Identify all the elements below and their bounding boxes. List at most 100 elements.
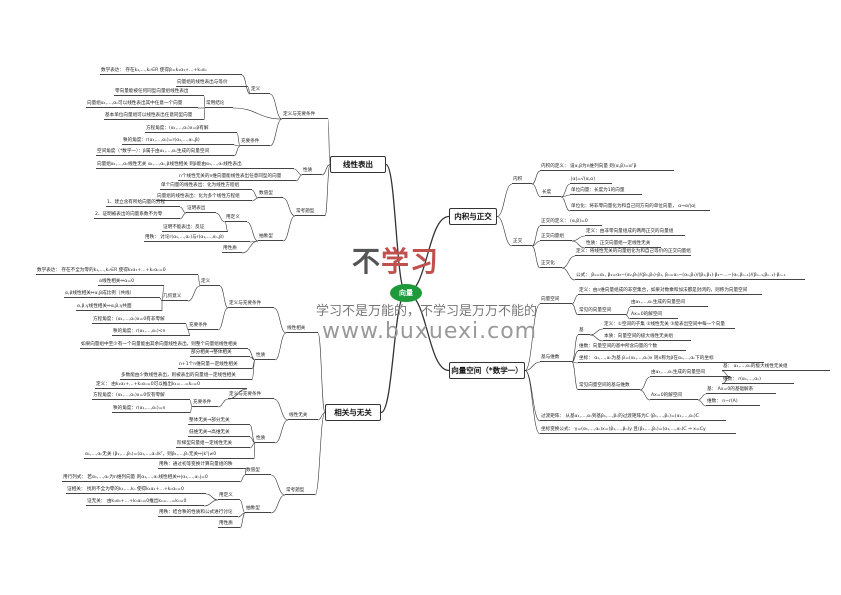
node-lr-c2[interactable]: 向量组α₁,…,αₙ可以线性表出其中任意一个向量 [86, 101, 198, 108]
node-dp-c1[interactable]: 方程角度：(α₁,…,αₙ)x=0有非零解 [92, 317, 186, 324]
node-in-len1[interactable]: |α|=√(α,α) [570, 177, 612, 184]
node-sp-dim[interactable]: 维数：向量空间的基中所含向量的个数 [578, 344, 686, 351]
node-sp-b2[interactable]: 本质：向量空间的极大线性无关组 [603, 334, 691, 341]
node-in-def[interactable]: 内积的定义： 设α,β为n维列向量 则(α,β)=αᵀβ [540, 164, 674, 171]
node-id-p2[interactable]: 低维无关⇒高维无关 [188, 430, 250, 437]
node-lr-prno[interactable]: 证明不能表出：反证 [162, 225, 228, 232]
node-dp-cond[interactable]: 充要条件 [188, 323, 218, 330]
node-id-p4[interactable]: α₁,…,αₙ无关 (β₁,…,βₙ)=(α₁,…,αₙ)kᵀ，则β₁,…,βₙ… [84, 452, 254, 459]
node-dp-useprop[interactable]: 用性质 [218, 521, 240, 528]
node-dp-g2[interactable]: α,β线性相关⇔α,β成比例（共线） [64, 291, 160, 298]
node-sp-trans[interactable]: 过渡矩阵： 从基α₁,…,αₙ到基β₁,…,βₙ的过渡矩阵为C (β₁,…,βₙ… [540, 414, 726, 421]
node-lr-rank[interactable]: 用秩： 讨论r(α₁,…,αₙ)与r(α₁,…,αₙ,β) [144, 235, 250, 242]
node-in-len2[interactable]: 单位向量：长度为1的向量 [570, 188, 642, 195]
node-sp-cbd1[interactable]: 由α₁,…,αₙ生成的向量空间 [650, 370, 730, 377]
node-sp-def[interactable]: 定义：由n维向量组成的非空集合，如果对数乘和加法都是封闭的，则称为向量空间 [578, 288, 762, 295]
node-dp-g1[interactable]: α线性相关⇔α=0 [98, 279, 164, 286]
node-in-oset2[interactable]: 性质：正交向量组一定线性无关 [585, 241, 661, 248]
node-id-cond[interactable]: 充要条件 [192, 400, 218, 407]
node-sp-b1[interactable]: 定义：①空间的子集 ②线性无关 ③能表出空间中每一个向量 [603, 322, 735, 329]
node-in-oset1[interactable]: 定义：由非零向量组成的两两正交的向量组 [585, 229, 685, 236]
node-dp-def-math[interactable]: 数学表达： 存在不全为零的k₁,…,kₙ∈R 使得k₁α₁+…+kₙαₙ=0 [36, 268, 198, 275]
node-dp-prop[interactable]: 性质 [255, 353, 275, 360]
node-dp-abs[interactable]: 抽象型 [245, 506, 271, 513]
node-in-oset[interactable]: 正交向量组 [540, 234, 572, 241]
topic-linear-representation[interactable]: 线性表出 [330, 156, 386, 173]
node-lr-p2[interactable]: n个线性无关的n维向量能线性表出任意同型的向量 [178, 174, 296, 181]
node-sp-c1[interactable]: 由α₁,…,αₙ生成的向量空间 [630, 300, 708, 307]
node-dp[interactable]: 线性相关 [286, 326, 318, 333]
node-lr-types[interactable]: 常考题型 [295, 209, 325, 216]
node-lr-prop[interactable]: 性质 [302, 168, 322, 175]
central-topic[interactable]: 向量 [390, 284, 422, 302]
node-lr-common[interactable]: 常用结论 [205, 101, 233, 108]
topic-inner-product[interactable]: 内积与正交 [449, 208, 497, 225]
node-sp-basis[interactable]: 基 [578, 328, 590, 335]
node-dp-n1[interactable]: 用秩：通过初等变换计算向量组的秩 [158, 462, 246, 469]
node-lr-pr1[interactable]: 1、建立含有所给向量的方程 [106, 200, 180, 207]
node-dp-def-cond[interactable]: 定义与充要条件 [228, 301, 274, 308]
node-id-c2[interactable]: 秩的角度：r(α₁,…,αₙ)=n [112, 406, 190, 413]
node-sp-cbd2a[interactable]: 基： Ax=0的基础解系 [706, 387, 776, 394]
node-in-len3[interactable]: 单位化：将非零向量化为和自己同方向的单位向量， α→α/|α| [570, 204, 710, 211]
node-in-len[interactable]: 长度 [541, 190, 561, 197]
node-in-inner[interactable]: 内积 [512, 177, 532, 184]
node-lr-cond[interactable]: 充要条件 [240, 139, 270, 146]
topic-dependence[interactable]: 相关与无关 [325, 404, 381, 421]
node-lr-def-cond[interactable]: 定义与充要条件 [282, 112, 328, 119]
node-in-oz[interactable]: 正交化 [540, 261, 562, 268]
node-lr-c1[interactable]: 零向量能被任何同型向量组线性表出 [114, 89, 204, 96]
node-dp-p3[interactable]: n+1个n维向量一定线性相关 [178, 362, 252, 369]
node-id-def[interactable]: 定义： 由k₁α₁+…+kₙαₙ=0可以推出k₁=…=kₙ=0 [95, 382, 247, 389]
node-dp-p2[interactable]: 部分相关⇒整体相关 [190, 350, 250, 357]
node-sp-c2[interactable]: Ax=0的解空间 [630, 312, 678, 319]
node-dp-a2[interactable]: 证无关： 由k₁α₁+…+kₙαₙ=0推出k₁=…=kₙ=0 [86, 499, 204, 506]
node-sp-common[interactable]: 常见的向量空间 [578, 308, 626, 315]
node-dp-p1[interactable]: 如果向量组中至少有一个向量能由其余向量线性表出，则整个向量组线性相关 [80, 342, 248, 349]
node-in-oz2[interactable]: 公式： β₁=α₁, β₂=α₂−(α₂,β₁)/(β₁,β₁)·β₁, βₙ=… [575, 273, 805, 280]
node-sp-cbd2b[interactable]: 维数： n−r(A) [706, 399, 760, 406]
node-dp-g3[interactable]: α,β,γ线性相关⇔α,β,γ共面 [76, 304, 162, 311]
node-lr-cond3[interactable]: 空间角度（*数学一）：β属于由α₁,…,αₙ生成的向量空间 [96, 149, 234, 156]
topic-vector-space[interactable]: 向量空间（*数学一） [449, 362, 525, 379]
node-sp-space[interactable]: 向量空间 [540, 297, 572, 304]
node-id-p3[interactable]: 阶梯型向量组一定线性无关 [176, 441, 250, 448]
node-id[interactable]: 线性无关 [288, 413, 318, 420]
node-dp-c2[interactable]: 秩的角度：r(α₁,…,αₙ)<n [112, 329, 190, 336]
node-id-p1[interactable]: 整体无关⇒部分无关 [188, 418, 250, 425]
node-lr-cond1[interactable]: 方程角度：(α₁,…,αₙ)x=β有解 [145, 126, 237, 133]
node-dp-a1[interactable]: 证相关： 找到不全为零的k₁,…,kₙ 使得k₁α₁+…+kₙαₙ=0 [66, 487, 206, 494]
node-sp-cbd[interactable]: 常见向量空间的基与维数 [578, 383, 640, 390]
node-lr-usedef[interactable]: 用定义 [225, 215, 247, 222]
node-sp-cbd1a[interactable]: 基： α₁,…,αₙ的极大线性无关组 [722, 364, 830, 371]
node-dp-geo[interactable]: 几何意义 [162, 294, 188, 301]
node-lr-cond2[interactable]: 秩的角度：r(α₁,…,αₙ)=r(α₁,…,αₙ,β) [122, 138, 234, 145]
node-dp-p4[interactable]: 多数能由少数线性表出，则被表出的向量组一定线性相关 [120, 373, 252, 380]
node-in-oz1[interactable]: 定义：将线性无关的向量组化为和自己等价的正交向量组 [575, 249, 691, 256]
node-lr-prove[interactable]: 证明表出 [186, 206, 216, 213]
node-sp-coordtrans[interactable]: 坐标变换公式： γ=(α₁,…,αₙ)x=(β₁,…,βₙ)y 且(β₁,…,β… [540, 427, 736, 434]
node-lr-def[interactable]: 定义 [250, 87, 270, 94]
node-lr-useprop[interactable]: 用性质 [222, 246, 242, 253]
node-dp-def[interactable]: 定义 [200, 279, 220, 286]
node-sp-cbd1b[interactable]: 维数： r(α₁,…,αₙ) [722, 377, 794, 384]
node-sp-cbd2[interactable]: Ax=0的解空间 [650, 393, 698, 400]
node-dp-a3[interactable]: 用秩：结合秩的性质和公式进行讨论 [158, 510, 238, 517]
node-in-o-def[interactable]: 正交的定义： (α,β)=0 [540, 219, 602, 226]
node-lr-num[interactable]: 数值型 [258, 191, 283, 198]
node-dp-num[interactable]: 数值型 [245, 468, 271, 475]
node-dp-n2[interactable]: 用行列式： 若α₁,…,αₙ为n维列向量 则α₁,…,αₙ线性相关⇔|α₁,…,… [62, 475, 240, 482]
node-sp-basis-dim[interactable]: 基与维数 [540, 355, 572, 362]
node-lr-n2[interactable]: 向量组的线性表出：化为多个线性方程组 [156, 194, 252, 201]
node-in-orth[interactable]: 正交 [512, 239, 532, 246]
node-id-c1[interactable]: 方程角度：(α₁,…,αₙ)x=0仅有零解 [92, 393, 190, 400]
node-lr-def-math[interactable]: 数学表达： 存在k₁,…,kₙ∈R 使得β=k₁α₁+…+kₙαₙ [100, 68, 242, 75]
node-dp-types[interactable]: 常考题型 [285, 488, 315, 495]
node-sp-coord[interactable]: 坐标： α₁,…,αₙ为基 β=(α₁,…,αₙ)x 则x称为β在α₁,…,αₙ… [578, 356, 764, 363]
node-id-def-cond[interactable]: 定义与充要条件 [228, 392, 274, 399]
node-lr-n1[interactable]: 单个向量的线性表出：化为线性方程组 [160, 183, 252, 190]
node-lr-p1[interactable]: 向量组α₁,…,αₙ线性无关 α₁,…,αₙ,β线性相关 则β能由α₁,…,αₙ… [96, 162, 294, 169]
node-lr-def-equiv[interactable]: 向量组的线性表出与等价 [176, 80, 248, 87]
node-lr-abs[interactable]: 抽象型 [258, 234, 283, 241]
node-lr-c3[interactable]: 基本单位向量组可以线性表出任意同型向量 [104, 113, 204, 120]
